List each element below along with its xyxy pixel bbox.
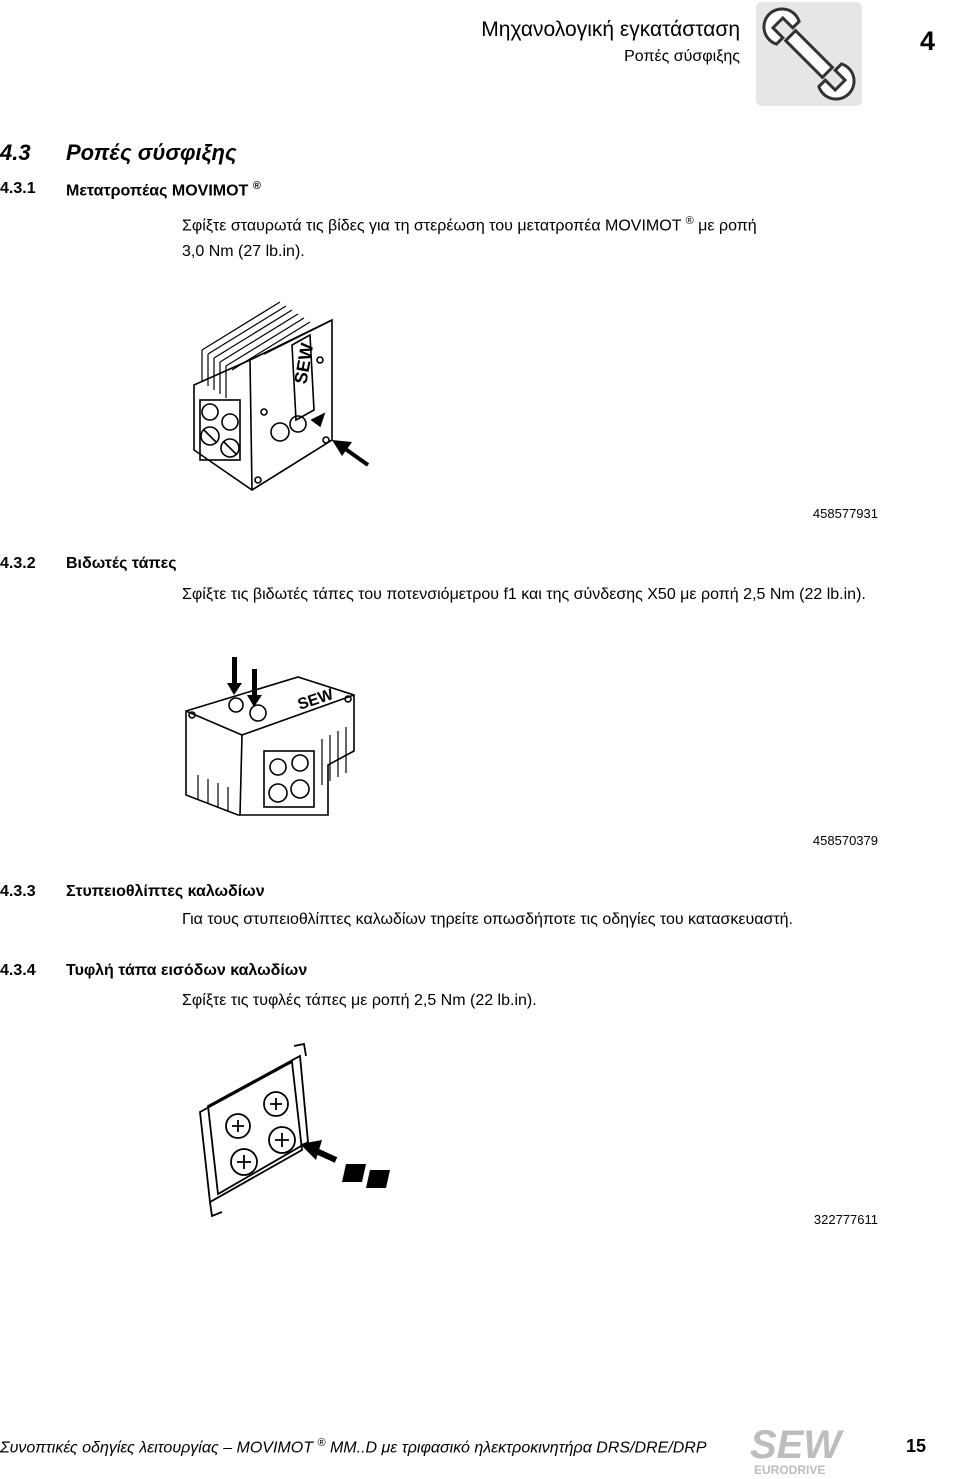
page-number: 15 xyxy=(906,1436,927,1456)
subsection-title: Τυφλή τάπα εισόδων καλωδίων xyxy=(66,962,308,979)
figure-id: 458570379 xyxy=(812,833,878,848)
subsection-text: Για τους στυπειοθλίπτες καλωδίων τηρείτε… xyxy=(182,911,793,928)
section-title: Ροπές σύσφιξης xyxy=(66,140,237,165)
subsection-number: 4.3.3 xyxy=(0,883,36,900)
header-subtitle: Ροπές σύσφιξης xyxy=(624,48,740,65)
svg-text:EURODRIVE: EURODRIVE xyxy=(754,1463,825,1476)
subsection-title: Στυπειοθλίπτες καλωδίων xyxy=(66,883,265,900)
subsection-number: 4.3.4 xyxy=(0,962,36,979)
chapter-tab xyxy=(756,2,862,106)
svg-text:SEW: SEW xyxy=(290,342,317,386)
blanking-plugs-illustration xyxy=(199,1042,390,1218)
subsection-number: 4.3.2 xyxy=(0,555,36,572)
subsection-title: Μετατροπέας MOVIMOT ® xyxy=(66,180,261,200)
wrench-icon xyxy=(762,7,856,101)
subsection-number: 4.3.1 xyxy=(0,180,36,197)
section-number: 4.3 xyxy=(0,140,31,165)
header-title: Μηχανολογική εγκατάσταση xyxy=(481,18,740,41)
svg-text:SEW: SEW xyxy=(750,1424,844,1467)
footer-text: Συνοπτικές οδηγίες λειτουργίας – MOVIMOT… xyxy=(0,1437,707,1457)
figure-id: 458577931 xyxy=(812,506,878,521)
figure-id: 322777611 xyxy=(813,1212,878,1227)
sew-eurodrive-logo: SEW EURODRIVE xyxy=(750,1424,844,1476)
subsection-text: Σφίξτε τις τυφλές τάπες με ροπή 2,5 Nm (… xyxy=(182,992,537,1009)
converter-screws-illustration: SEW xyxy=(193,301,370,491)
svg-text:SEW: SEW xyxy=(296,686,337,714)
subsection-title: Βιδωτές τάπες xyxy=(66,555,177,572)
subsection-text: Σφίξτε τις βιδωτές τάπες του ποτενσιόμετ… xyxy=(182,586,866,603)
subsection-text: Σφίξτε σταυρωτά τις βίδες για τη στερέωσ… xyxy=(182,215,757,261)
chapter-number: 4 xyxy=(920,26,936,56)
screw-plugs-illustration: SEW xyxy=(185,657,355,816)
